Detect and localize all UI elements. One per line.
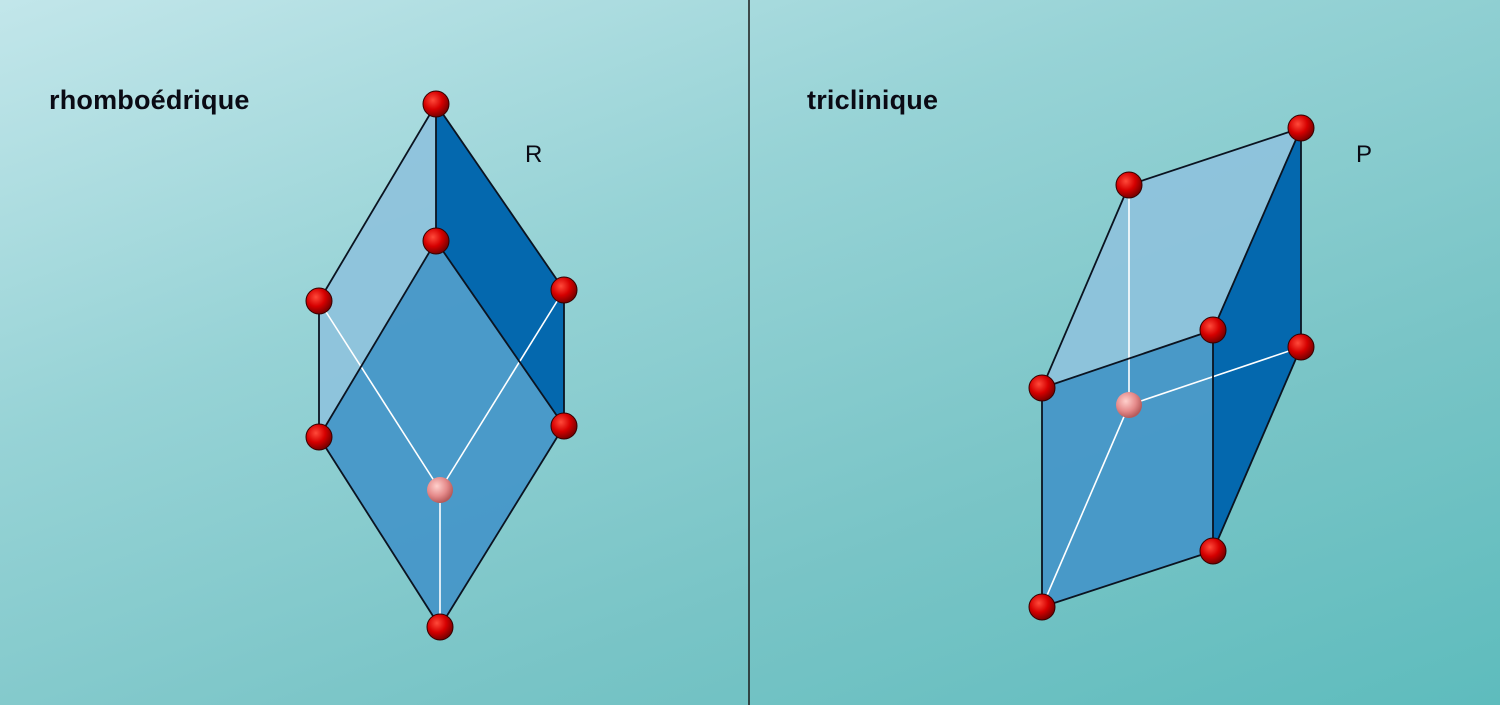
hidden-lattice-point <box>427 477 453 503</box>
hidden-lattice-point <box>1116 392 1142 418</box>
triclinic-face-top <box>1042 128 1301 388</box>
lattice-point <box>1199 537 1227 565</box>
lattice-point <box>1028 374 1056 402</box>
lattice-point <box>305 423 333 451</box>
lattice-point <box>1199 316 1227 344</box>
lattice-point <box>1287 114 1315 142</box>
lattice-point <box>550 412 578 440</box>
triclinic-hidden-edges <box>1041 185 1302 608</box>
triclinic-face-front <box>1042 330 1213 607</box>
lattice-point <box>1287 333 1315 361</box>
triclinic-title: triclinique <box>807 85 939 115</box>
rhombohedral-edges <box>318 103 565 628</box>
triclinic-face-right <box>1213 128 1301 551</box>
rhombohedral-face-back-right <box>436 104 564 426</box>
lattice-point <box>1028 593 1056 621</box>
lattice-point <box>422 90 450 118</box>
lattice-point <box>305 287 333 315</box>
rhombohedral-cell <box>305 90 578 641</box>
lattice-point <box>422 227 450 255</box>
rhombohedral-title: rhomboédrique <box>49 85 250 115</box>
rhombohedral-face-back-left <box>319 104 436 437</box>
rhombohedral-hidden-edges <box>318 289 565 627</box>
lattice-point <box>426 613 454 641</box>
triclinic-edges <box>1041 127 1302 608</box>
lattice-point <box>1115 171 1143 199</box>
lattice-point <box>550 276 578 304</box>
rhombohedral-lattice-symbol: R <box>525 141 543 168</box>
triclinic-cell <box>1028 114 1315 621</box>
triclinic-lattice-symbol: P <box>1356 141 1373 168</box>
